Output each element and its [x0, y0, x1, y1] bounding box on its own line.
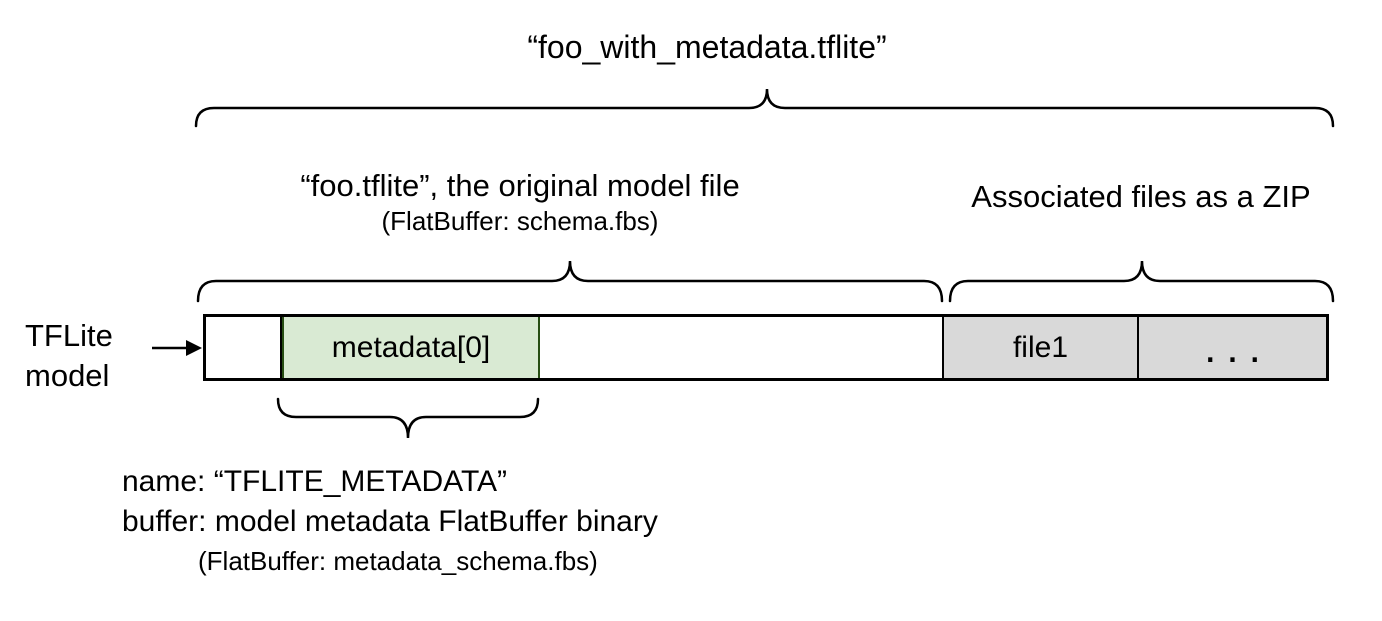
bar-cell-metadata: metadata[0]	[282, 317, 540, 378]
model-section-brace	[196, 260, 944, 303]
diagram-title: “foo_with_metadata.tflite”	[527, 29, 887, 65]
bar-cell-more-files: ...	[1139, 317, 1326, 378]
bar-cell-file1: file1	[944, 317, 1139, 378]
model-file-label-block: “foo.tflite”, the original model file (F…	[300, 166, 739, 238]
tflite-model-label: TFLite model	[25, 318, 113, 393]
model-file-schema-label: (FlatBuffer: schema.fbs)	[381, 206, 659, 236]
bar-cell-empty-start	[206, 317, 282, 378]
model-bar: metadata[0] file1 ...	[203, 314, 1329, 381]
metadata-note-schema: (FlatBuffer: metadata_schema.fbs)	[198, 546, 598, 576]
metadata-note-block: name: “TFLITE_METADATA” buffer: model me…	[122, 462, 658, 580]
metadata-note-name: name: “TFLITE_METADATA”	[122, 465, 508, 498]
overall-file-brace	[194, 88, 1335, 128]
metadata-cell-brace	[276, 397, 540, 439]
bar-cell-model-body	[540, 317, 944, 378]
zip-files-label: Associated files as a ZIP	[971, 179, 1311, 214]
metadata-note-buffer: buffer: model metadata FlatBuffer binary	[122, 505, 658, 538]
model-file-label: “foo.tflite”, the original model file	[300, 168, 740, 203]
zip-section-brace	[948, 260, 1335, 303]
arrow-icon	[152, 340, 202, 356]
